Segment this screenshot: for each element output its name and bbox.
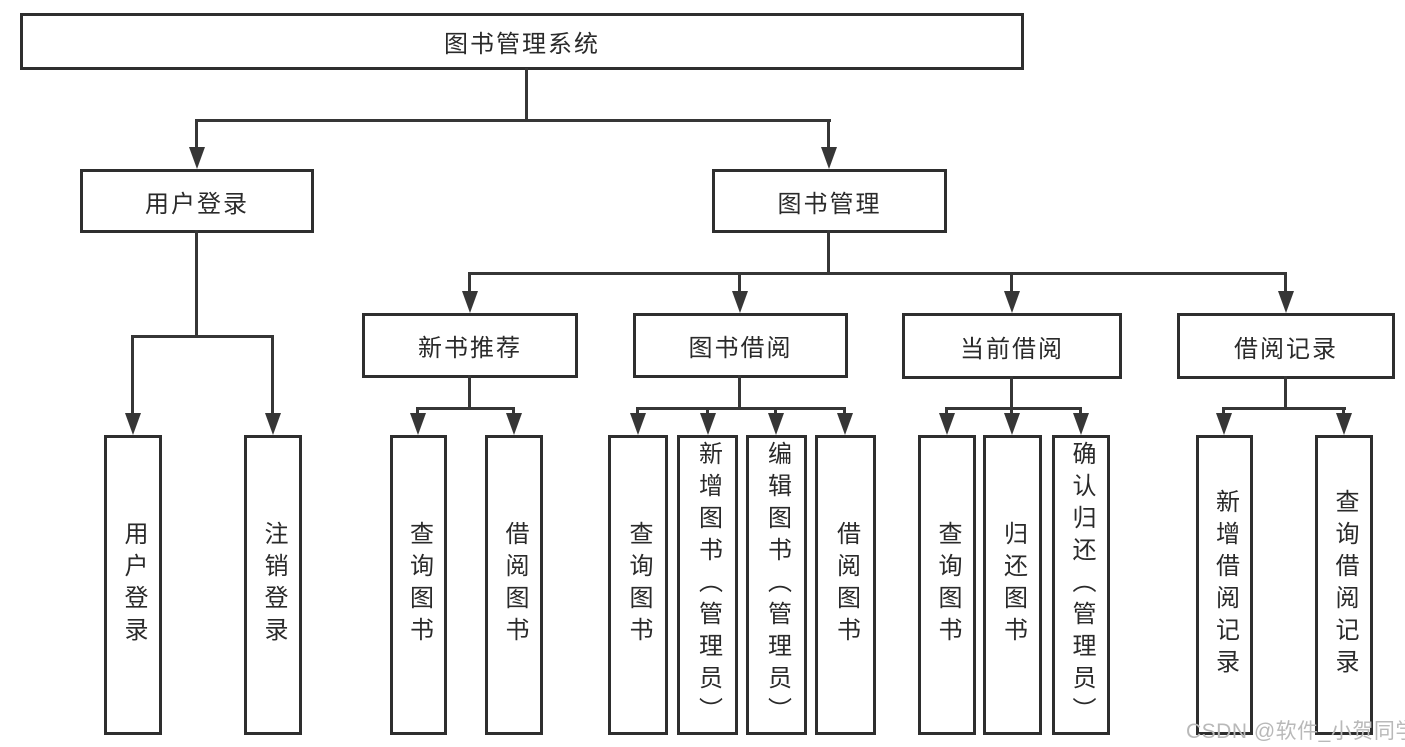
csdn-watermark: CSDN @软件_小贺同学	[1186, 720, 1405, 743]
connector-stem	[1284, 272, 1287, 295]
connector-stem	[512, 407, 515, 417]
arrowhead-down-icon	[265, 413, 281, 435]
leaf-add-book-admin: 新增图书（管理员）	[677, 435, 738, 735]
arrowhead-down-icon	[939, 413, 955, 435]
leaf-add-borrow-record-label: 新增借阅记录	[1211, 489, 1239, 681]
connector-book-borrow-vline	[738, 375, 741, 410]
connector-stem	[706, 407, 709, 417]
connector-stem	[774, 407, 777, 417]
connector-stem	[468, 272, 471, 295]
leaf-borrow-books: 借阅图书	[815, 435, 876, 735]
leaf-query-books-borrow-label: 查询图书	[625, 521, 652, 649]
arrowhead-down-icon	[732, 291, 748, 313]
arrowhead-down-icon	[1073, 413, 1089, 435]
arrowhead-down-icon	[506, 413, 522, 435]
arrowhead-down-icon	[1278, 291, 1294, 313]
node-book-borrow-label: 图书借阅	[688, 335, 793, 362]
arrowhead-down-icon	[630, 413, 646, 435]
connector-user-login-vline	[195, 230, 198, 338]
leaf-edit-book-admin: 编辑图书（管理员）	[746, 435, 807, 735]
connector-new-book-vline	[468, 375, 471, 410]
arrowhead-down-icon	[821, 147, 837, 169]
arrowhead-down-icon	[125, 413, 141, 435]
node-new-book-recommend-label: 新书推荐	[418, 335, 522, 362]
leaf-logout-label: 注销登录	[260, 521, 287, 649]
node-current-borrow-label: 当前借阅	[960, 335, 1064, 363]
leaf-query-borrow-record-label: 查询借阅记录	[1331, 489, 1358, 681]
leaf-logout: 注销登录	[244, 435, 302, 735]
node-borrow-records-label: 借阅记录	[1234, 335, 1338, 363]
connector-book-mgmt-vline	[827, 230, 830, 275]
connector-stem	[1010, 272, 1013, 295]
connector-current-borrow-hline	[945, 407, 1082, 410]
leaf-add-borrow-record: 新增借阅记录	[1196, 435, 1253, 735]
node-new-book-recommend: 新书推荐	[362, 313, 578, 378]
leaf-return-book-label: 归还图书	[999, 521, 1027, 649]
connector-stem	[416, 407, 419, 417]
connector-stem	[1342, 407, 1345, 417]
arrowhead-down-icon	[1336, 413, 1352, 435]
leaf-query-books-current-label: 查询图书	[934, 521, 961, 649]
leaf-borrow-books-recommend-label: 借阅图书	[501, 521, 528, 649]
connector-current-borrow-vline	[1010, 376, 1013, 410]
connector-stem	[636, 407, 639, 417]
connector-root-vline	[525, 68, 528, 122]
leaf-confirm-return-admin: 确认归还（管理员）	[1052, 435, 1110, 735]
leaf-query-books-recommend-label: 查询图书	[405, 521, 433, 649]
leaf-confirm-return-admin-label: 确认归还（管理员）	[1068, 441, 1095, 729]
leaf-query-books-borrow: 查询图书	[608, 435, 668, 735]
connector-root-stem-right	[827, 119, 830, 151]
node-book-management: 图书管理	[712, 169, 947, 233]
leaf-add-book-admin-label: 新增图书（管理员）	[694, 441, 722, 729]
arrowhead-down-icon	[1004, 413, 1020, 435]
node-user-login-label: 用户登录	[145, 190, 249, 218]
connector-root-stem-left	[195, 119, 198, 151]
leaf-user-login-label: 用户登录	[120, 521, 147, 649]
arrowhead-down-icon	[1004, 291, 1020, 313]
node-book-management-label: 图书管理	[777, 190, 882, 218]
connector-borrow-records-hline	[1222, 407, 1346, 410]
connector-new-book-hline	[416, 407, 515, 410]
node-book-borrow: 图书借阅	[633, 313, 848, 378]
leaf-query-borrow-record: 查询借阅记录	[1315, 435, 1373, 735]
connector-stem	[738, 272, 741, 295]
node-root-label: 图书管理系统	[444, 31, 600, 58]
arrowhead-down-icon	[462, 291, 478, 313]
leaf-user-login: 用户登录	[104, 435, 162, 735]
arrowhead-down-icon	[700, 413, 716, 435]
connector-stem	[271, 335, 274, 417]
arrowhead-down-icon	[410, 413, 426, 435]
leaf-edit-book-admin-label: 编辑图书（管理员）	[763, 441, 791, 729]
node-user-login: 用户登录	[80, 169, 314, 233]
connector-stem	[843, 407, 846, 417]
connector-book-mgmt-hline	[468, 272, 1287, 275]
connector-book-borrow-hline	[636, 407, 846, 410]
connector-stem	[945, 407, 948, 417]
connector-stem	[1079, 407, 1082, 417]
arrowhead-down-icon	[1216, 413, 1232, 435]
connector-borrow-records-vline	[1284, 376, 1287, 410]
connector-stem	[1222, 407, 1225, 417]
connector-user-login-hline	[131, 335, 274, 338]
node-root: 图书管理系统	[20, 13, 1024, 70]
connector-stem	[131, 335, 134, 417]
node-current-borrow: 当前借阅	[902, 313, 1122, 379]
leaf-borrow-books-label: 借阅图书	[832, 521, 860, 649]
node-borrow-records: 借阅记录	[1177, 313, 1395, 379]
connector-stem	[1010, 407, 1013, 417]
arrowhead-down-icon	[837, 413, 853, 435]
leaf-return-book: 归还图书	[983, 435, 1042, 735]
leaf-borrow-books-recommend: 借阅图书	[485, 435, 543, 735]
leaf-query-books-current: 查询图书	[918, 435, 976, 735]
connector-root-hline	[196, 119, 831, 122]
leaf-query-books-recommend: 查询图书	[390, 435, 447, 735]
arrowhead-down-icon	[189, 147, 205, 169]
arrowhead-down-icon	[768, 413, 784, 435]
